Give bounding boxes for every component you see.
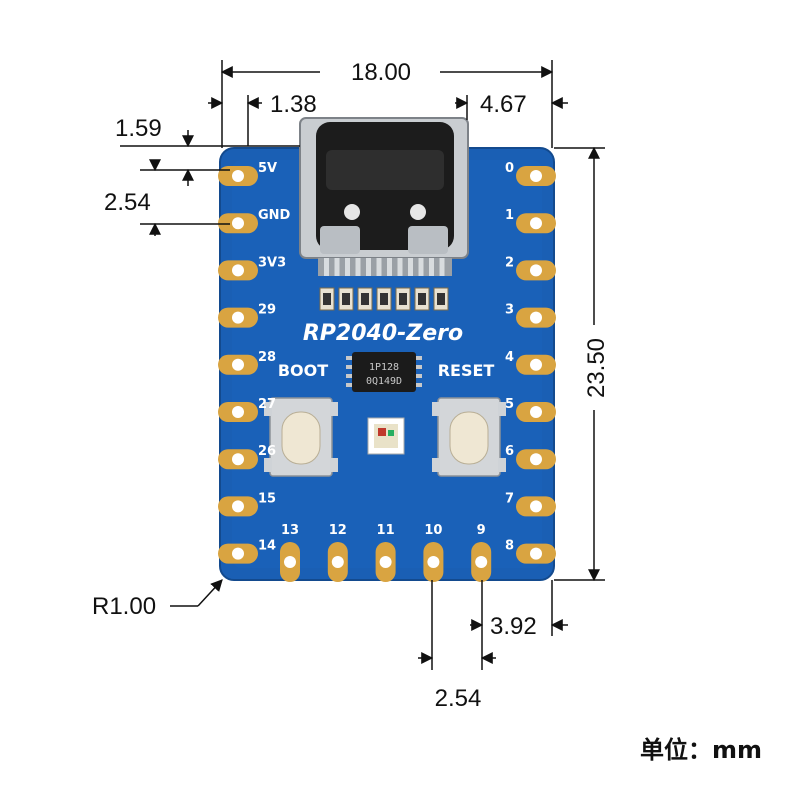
left-pin-label: GND <box>258 208 291 223</box>
left-pin-pad <box>218 402 258 422</box>
bottom-pin-label: 10 <box>424 523 442 538</box>
right-pin-pad <box>516 496 556 517</box>
left-pin-pad <box>218 354 258 375</box>
bottom-pin-label: 12 <box>329 523 347 538</box>
right-pin-pad <box>516 354 556 375</box>
left-pin-pad <box>218 496 258 517</box>
bottom-pin-pad <box>280 542 300 582</box>
right-pin-label: 8 <box>505 539 514 554</box>
dim-right-offset-bottom: 3.92 <box>490 613 537 640</box>
bottom-pin-pad <box>327 542 348 582</box>
boot-button <box>264 397 338 477</box>
right-pin-label: 0 <box>505 161 514 176</box>
left-pin-label: 15 <box>258 491 276 506</box>
right-pin-labels: 0 1 2 3 4 5 6 7 8 <box>505 161 514 554</box>
right-pin-label: 5 <box>505 397 514 412</box>
bottom-pin-label: 11 <box>377 523 395 538</box>
dim-corner-radius: R1.00 <box>92 593 156 620</box>
right-pin-label: 2 <box>505 255 514 270</box>
right-pin-pad <box>516 402 556 422</box>
bottom-pin-pad <box>471 542 492 582</box>
usb-c-connector <box>299 117 469 276</box>
right-pin-pad <box>516 449 556 470</box>
left-pin-pad <box>218 213 258 234</box>
dim-width: 18.00 <box>351 59 411 86</box>
dim-top-offset: 1.59 <box>115 115 162 142</box>
left-pin-label: 26 <box>258 444 276 459</box>
reset-button <box>432 397 506 477</box>
right-pin-pad <box>516 543 556 564</box>
left-pin-pad <box>218 543 258 564</box>
left-pin-label: 14 <box>258 539 276 554</box>
left-pin-label: 27 <box>258 397 276 412</box>
right-pin-label: 3 <box>505 303 514 318</box>
bottom-pin-pad <box>375 542 396 582</box>
dim-pin-pitch-left: 2.54 <box>104 189 151 216</box>
boot-label: BOOT <box>278 361 328 380</box>
left-pin-pad <box>218 260 258 281</box>
right-pin-pad <box>516 260 556 281</box>
right-pin-label: 4 <box>505 350 514 365</box>
right-pin-label: 1 <box>505 208 514 223</box>
right-pin-label: 7 <box>505 491 514 506</box>
chip-marking-1: 1P128 <box>369 362 399 373</box>
unit-label: 单位：mm <box>640 736 763 764</box>
bottom-pin-label: 9 <box>477 523 486 538</box>
left-pin-pad <box>218 166 258 186</box>
right-pin-pad <box>516 213 556 234</box>
dim-usb-left: 1.38 <box>270 91 317 118</box>
smd-component-row <box>319 287 449 311</box>
rgb-led <box>367 417 405 455</box>
flash-chip: 1P128 0Q149D <box>346 352 422 392</box>
left-pin-label: 5V <box>258 161 277 176</box>
left-pin-label: 3V3 <box>258 255 286 270</box>
left-pin-pads <box>218 166 258 564</box>
left-pin-labels: 5V GND 3V3 29 28 27 26 15 14 <box>258 161 291 554</box>
right-pin-pads <box>516 166 556 564</box>
right-pin-pad <box>516 307 556 328</box>
bottom-pin-labels: 13 12 11 10 9 <box>281 523 486 538</box>
dim-pin-pitch-bottom: 2.54 <box>435 685 482 712</box>
right-pin-label: 6 <box>505 444 514 459</box>
right-pin-pad <box>516 166 556 186</box>
bottom-pin-label: 13 <box>281 523 299 538</box>
left-pin-pad <box>218 307 258 328</box>
left-pin-pad <box>218 449 258 470</box>
left-pin-label: 28 <box>258 350 276 365</box>
bottom-pin-pads <box>280 542 492 582</box>
bottom-pin-pad <box>423 542 444 582</box>
dim-height: 23.50 <box>583 338 610 398</box>
left-pin-label: 29 <box>258 303 276 318</box>
chip-marking-2: 0Q149D <box>366 376 402 387</box>
dimension-lines <box>120 60 605 670</box>
reset-label: RESET <box>438 361 495 380</box>
dim-usb-right: 4.67 <box>480 91 527 118</box>
board-title: RP2040-Zero <box>303 321 463 346</box>
